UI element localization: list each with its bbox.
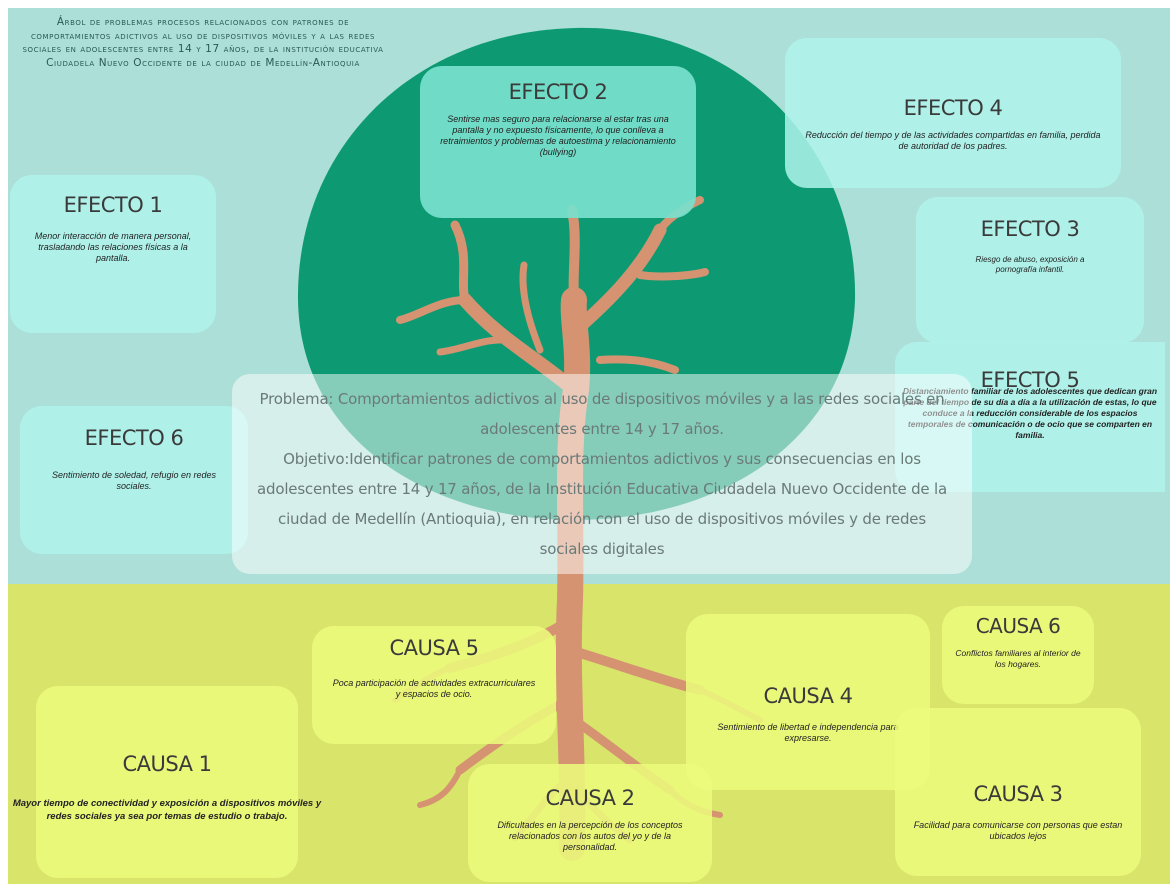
branch (450, 220, 470, 305)
effect-1-card: EFECTO 1 Menor interacción de manera per… (10, 175, 216, 333)
cause-4-title: CAUSA 4 (763, 684, 853, 708)
effect-5-title: EFECTO 5 (980, 368, 1080, 392)
cause-4-text: Sentimiento de libertad e independencia … (717, 722, 899, 743)
effect-4-text: Reducción del tiempo y de las actividade… (805, 130, 1101, 151)
branch (569, 223, 667, 337)
branch (636, 268, 709, 281)
cause-6-text: Conflictos familiares al interior de los… (955, 648, 1081, 669)
problem-objective-box: Problema: Comportamientos adictivos al u… (232, 374, 972, 574)
effect-4-title: EFECTO 4 (903, 96, 1003, 120)
cause-3-text: Facilidad para comunicarse con personas … (913, 820, 1123, 841)
effect-1-title: EFECTO 1 (63, 193, 163, 217)
objective-statement: Objetivo:Identificar patrones de comport… (257, 450, 947, 558)
effect-3-card: EFECTO 3 Riesgo de abuso, exposición a p… (916, 197, 1144, 343)
cause-3-title: CAUSA 3 (973, 782, 1063, 806)
cause-5-text: Poca participación de actividades extrac… (332, 678, 536, 699)
branch (567, 205, 580, 305)
branch (396, 296, 469, 324)
effect-2-card: EFECTO 2 Sentirse mas seguro para relaci… (420, 66, 696, 218)
cause-5-card: CAUSA 5 Poca participación de actividade… (312, 626, 556, 744)
effect-1-text: Menor interacción de manera personal, tr… (34, 231, 192, 263)
cause-2-text: Dificultades en la percepción de los con… (497, 820, 683, 852)
effect-3-title: EFECTO 3 (980, 217, 1080, 241)
root (565, 645, 705, 695)
cause-6-card: CAUSA 6 Conflictos familiares al interio… (942, 606, 1094, 704)
effect-4-card: EFECTO 4 Reducción del tiempo y de las a… (785, 38, 1121, 188)
cause-6-title: CAUSA 6 (975, 614, 1061, 638)
cause-5-title: CAUSA 5 (389, 636, 479, 660)
effect-6-text: Sentimiento de soledad, refugio en redes… (51, 470, 217, 491)
cause-2-title: CAUSA 2 (545, 786, 635, 810)
cause-4-card: CAUSA 4 Sentimiento de libertad e indepe… (686, 614, 930, 790)
branch (596, 355, 679, 374)
cause-1-text: Mayor tiempo de conectividad y exposició… (12, 798, 322, 822)
cause-1-card: CAUSA 1 Mayor tiempo de conectividad y e… (13, 686, 321, 878)
cause-2-card: CAUSA 2 Dificultades en la percepción de… (468, 764, 712, 882)
root (417, 767, 463, 808)
effect-6-title: EFECTO 6 (84, 426, 184, 450)
effect-5-text: Distanciamiento familiar de los adolesce… (902, 386, 1158, 440)
cause-3-card: CAUSA 3 Facilidad para comunicarse con p… (895, 708, 1141, 876)
effect-2-title: EFECTO 2 (508, 80, 608, 104)
branch (436, 336, 504, 356)
tree-trunk-and-branches (392, 196, 763, 861)
diagram-title: Árbol de problemas procesos relacionados… (22, 16, 384, 69)
problem-statement: Problema: Comportamientos adictivos al u… (259, 390, 945, 438)
cause-1-title: CAUSA 1 (122, 752, 212, 776)
effect-2-text: Sentirse mas seguro para relacionarse al… (440, 114, 676, 157)
effect-3-text: Riesgo de abuso, exposición a pornografí… (975, 255, 1085, 274)
effect-6-card: EFECTO 6 Sentimiento de soledad, refugio… (20, 406, 248, 554)
branch (519, 261, 544, 354)
